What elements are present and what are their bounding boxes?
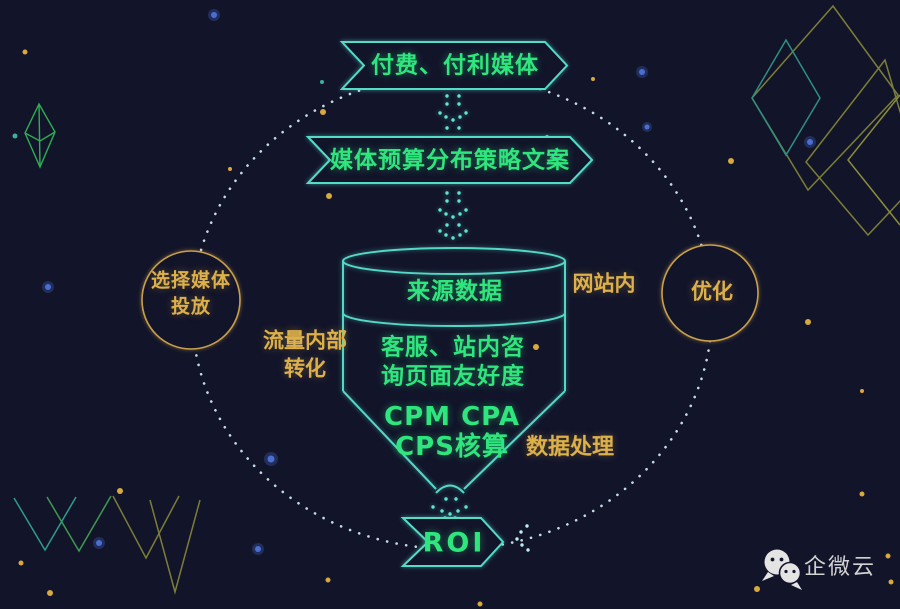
banner-paid-media-label: 付费、付利媒体: [371, 52, 539, 79]
wechat-chat-bubbles-icon: [762, 549, 802, 590]
traffic-conversion-label-line2: 转化: [284, 356, 326, 381]
circle-optimize: [661, 244, 759, 342]
banner-roi-label: ROI: [422, 527, 486, 559]
circle-select-media: [141, 250, 241, 350]
data-processing-label: 数据处理: [525, 435, 615, 460]
funnel-service-label-line1: 客服、站内咨: [381, 334, 525, 361]
banner-roi: [400, 517, 505, 567]
optimize-label: 优化: [691, 279, 733, 304]
funnel-cylinder: [342, 247, 566, 494]
decor-stars: [12, 9, 894, 607]
funnel-metrics-label-line1: CPM CPA: [384, 402, 520, 432]
select-media-label-line2: 投放: [170, 295, 212, 318]
cycle-arrowhead: [515, 524, 530, 552]
decor-diamonds-top-right: [751, 4, 900, 237]
banner-budget-strategy: [305, 136, 594, 184]
banner-paid-media: [339, 41, 569, 90]
decor-zigzags-bottom-left: [13, 495, 201, 595]
arrow-funnel-to-roi: [431, 497, 468, 520]
funnel-metrics-label-line2: CPS核算: [395, 432, 509, 462]
banner-budget-strategy-label: 媒体预算分布策略文案: [330, 147, 570, 174]
watermark-brand-label: 企微云: [803, 555, 877, 580]
onsite-label: 网站内: [572, 271, 636, 296]
decor-gem-icon: [24, 102, 56, 169]
funnel-source-data-label: 来源数据: [407, 278, 503, 305]
traffic-conversion-label-line1: 流量内部: [263, 328, 347, 353]
funnel-service-label-line2: 询页面友好度: [381, 363, 525, 390]
arrow-banner2-to-funnel: [438, 191, 468, 240]
select-media-label-line1: 选择媒体: [150, 269, 232, 292]
arrow-banner1-to-banner2: [438, 94, 468, 130]
